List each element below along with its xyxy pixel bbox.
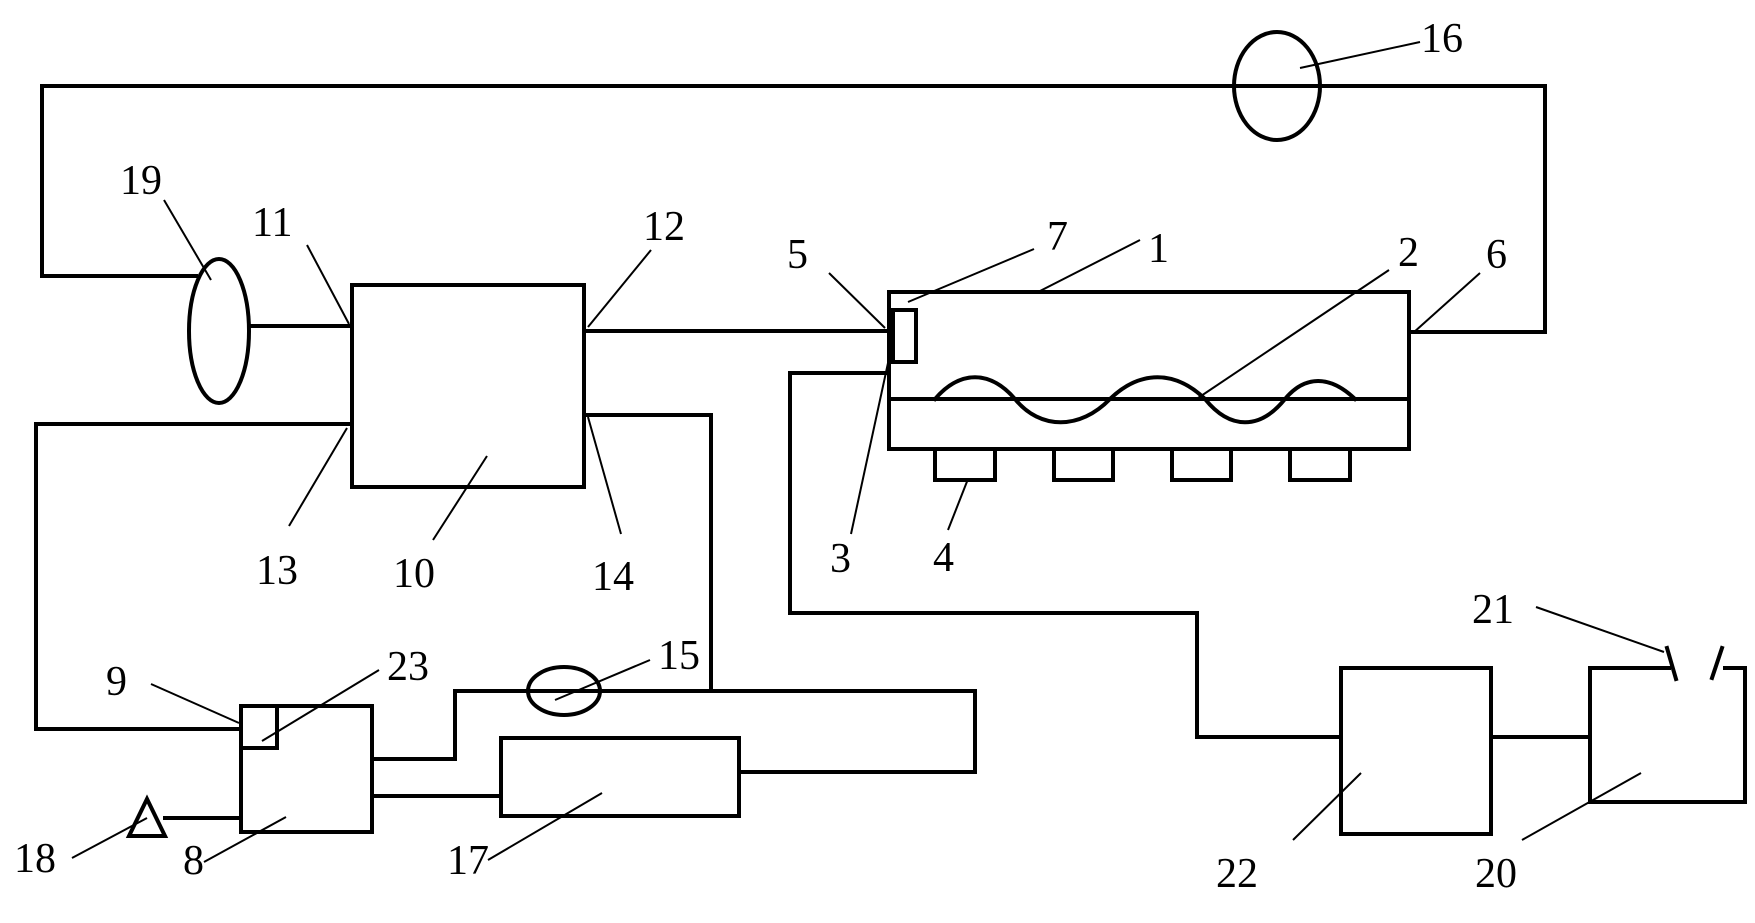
component-23-box [239,704,279,750]
component-1-tank [887,290,1411,451]
leader-1 [1039,239,1141,292]
leader-16 [1299,41,1421,69]
label-22: 22 [1216,851,1258,897]
label-12: 12 [643,204,685,250]
label-5: 5 [787,232,808,278]
leader-8 [203,816,287,863]
wire-14-to-pipe [582,413,713,693]
leader-5 [828,272,886,329]
label-18: 18 [14,836,56,882]
component-21-electrode-left [1664,645,1679,682]
component-7-sensor [891,308,918,364]
top-loop-wire [40,84,1547,334]
component-15-ring [526,665,602,717]
component-4-teeth [933,447,1352,482]
component-22-box [1339,666,1493,836]
wire-3-to-22 [788,371,1343,739]
component-21-electrode-right [1709,645,1725,681]
label-16: 16 [1421,16,1463,62]
pipe-line-15 [370,689,977,774]
leader-21 [1535,606,1665,653]
component-10-box [350,283,586,489]
component-2-wave [932,375,1358,425]
leader-23 [261,669,380,742]
leader-12 [587,249,652,328]
leader-20 [1521,772,1642,841]
component-17-box [499,736,741,818]
label-4: 4 [933,535,954,581]
leader-19 [163,199,212,281]
leader-13 [288,427,348,527]
label-1: 1 [1148,226,1169,272]
label-15: 15 [658,633,700,679]
label-11: 11 [252,200,292,246]
label-8: 8 [183,838,204,884]
component-20-box [1588,666,1747,804]
component-19-ring [187,257,251,405]
leader-10 [432,455,488,541]
leader-2 [1197,269,1390,399]
label-21: 21 [1472,587,1514,633]
leader-7 [907,248,1035,303]
label-10: 10 [393,551,435,597]
label-3: 3 [830,536,851,582]
leader-15 [554,659,651,701]
leader-6 [1412,272,1481,334]
label-14: 14 [592,554,634,600]
label-17: 17 [447,838,489,884]
leader-4 [947,478,969,531]
component-18-triangle [125,794,169,838]
wire-13-to-9 [34,422,354,731]
leader-18 [71,817,148,859]
label-13: 13 [256,548,298,594]
component-16-ring [1232,30,1322,142]
label-6: 6 [1486,232,1507,278]
leader-14 [587,416,622,535]
label-9: 9 [106,659,127,705]
label-2: 2 [1398,230,1419,276]
leader-9 [150,683,240,724]
leader-11 [306,244,350,325]
leader-17 [487,792,603,861]
label-23: 23 [387,644,429,690]
label-19: 19 [120,158,162,204]
leader-22 [1292,772,1362,841]
label-7: 7 [1047,214,1068,260]
leader-3 [850,362,889,535]
label-20: 20 [1475,851,1517,897]
component-8-box [239,704,374,834]
